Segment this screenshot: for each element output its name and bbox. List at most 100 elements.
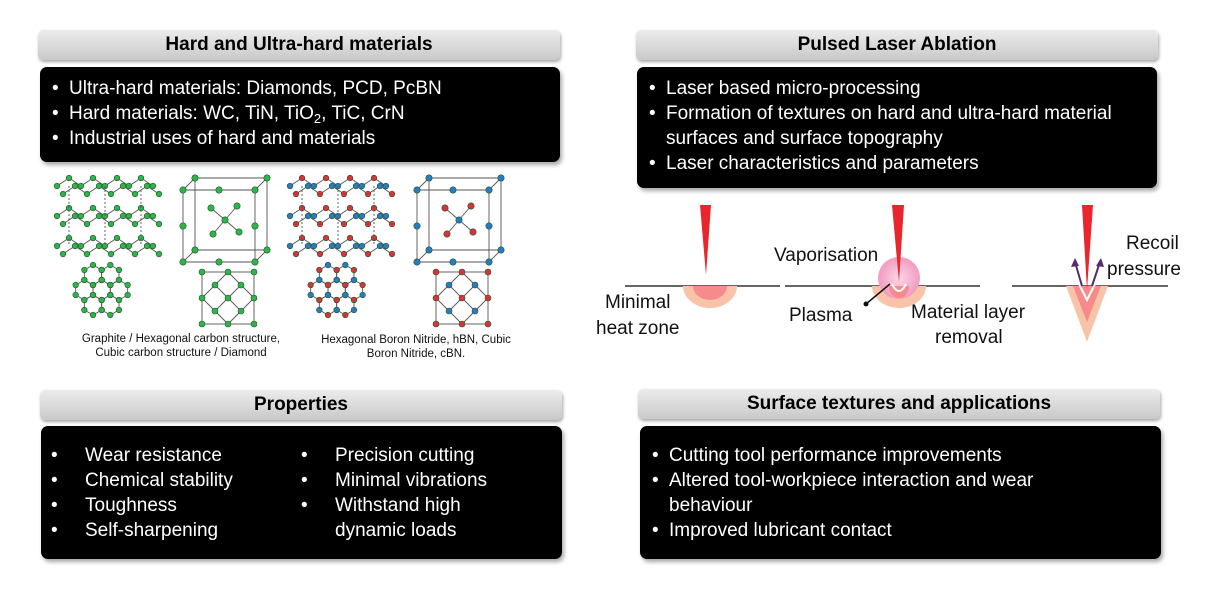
atom-dot <box>98 296 105 304</box>
atom-dot <box>364 220 372 228</box>
atom-dot <box>469 228 477 236</box>
atom-dot <box>250 320 258 328</box>
atom-dot <box>350 266 358 274</box>
atom-dot <box>143 212 151 220</box>
atom-dot <box>307 281 314 289</box>
atom-dot <box>316 220 324 228</box>
atom-dot <box>316 250 324 258</box>
atom-dot <box>155 250 163 258</box>
atom-dot <box>119 212 127 220</box>
atom-dot <box>307 291 314 299</box>
diamond-cube-icon <box>179 174 271 266</box>
atom-dot <box>131 190 139 198</box>
atom-dot <box>449 186 457 194</box>
atom-dot <box>191 174 199 182</box>
atom-dot <box>359 291 366 299</box>
atom-dot <box>83 190 91 198</box>
atom-dot <box>65 174 73 182</box>
carbon-caption: Graphite / Hexagonal carbon structure, C… <box>81 333 281 359</box>
label-removal: removal <box>935 327 1003 348</box>
list-item: Cutting tool performance improvements <box>644 443 1121 468</box>
atom-dot <box>71 182 79 190</box>
properties-panel: Wear resistance Chemical stability Tough… <box>41 426 562 559</box>
atom-dot <box>443 230 451 238</box>
atom-dot <box>149 242 157 250</box>
atom-dot <box>497 246 505 254</box>
list-item: Laser characteristics and parameters <box>641 151 1127 176</box>
atom-dot <box>458 268 466 276</box>
atom-dot <box>350 276 358 284</box>
plasma-pointer <box>865 283 891 305</box>
atom-dot <box>485 222 493 230</box>
atom-dot <box>316 306 323 314</box>
atom-dot <box>432 320 440 328</box>
hard-materials-title: Hard and Ultra-hard materials <box>38 30 560 60</box>
list-item: Wear resistance <box>45 443 295 468</box>
atom-dot <box>77 182 85 190</box>
atom-dot <box>432 294 440 302</box>
atom-dot <box>71 242 79 250</box>
atom-dot <box>359 281 366 289</box>
atom-dot <box>382 242 390 250</box>
atom-dot <box>324 291 332 299</box>
atom-dot <box>471 281 479 289</box>
list-item: Withstand high dynamic loads <box>295 493 495 543</box>
atom-dot <box>340 220 348 228</box>
atom-dot <box>131 220 139 228</box>
atom-dot <box>149 212 157 220</box>
atom-dot <box>211 307 219 315</box>
atom-dot <box>328 212 336 220</box>
atom-dot <box>250 294 258 302</box>
hard-materials-list: Ultra-hard materials: Diamonds, PCD, PcB… <box>44 76 560 151</box>
list-item: Altered tool-workpiece interaction and w… <box>644 468 1121 518</box>
atom-dot <box>207 204 215 212</box>
atom-dot <box>179 222 187 230</box>
laser-ablation-panel: Laser based micro-processing Formation o… <box>637 67 1157 188</box>
atom-dot <box>251 186 259 194</box>
atom-dot <box>358 242 366 250</box>
atom-dot <box>224 320 232 328</box>
atom-dot <box>324 311 332 319</box>
atom-dot <box>310 182 318 190</box>
atom-dot <box>333 266 340 274</box>
cbn-cube-icon <box>413 174 505 266</box>
atom-dot <box>322 174 330 182</box>
atom-dot <box>233 202 241 210</box>
atom-dot <box>292 220 300 228</box>
stage-vaporisation: Vaporisation Plasma Material layer remov… <box>774 205 1026 348</box>
graphene-hex-icon <box>72 261 131 319</box>
atom-dot <box>333 276 340 284</box>
laser-beam-icon <box>892 205 904 282</box>
atom-dot <box>72 281 79 289</box>
diamond-square-icon <box>198 268 258 328</box>
atom-dot <box>224 268 232 276</box>
atom-dot <box>89 204 97 212</box>
cbn-square-icon <box>432 268 492 328</box>
atom-dot <box>497 174 505 182</box>
atom-dot <box>342 261 349 269</box>
atom-dot <box>346 234 354 242</box>
atom-dot <box>107 190 115 198</box>
atom-dot <box>125 212 133 220</box>
atom-dot <box>340 250 348 258</box>
list-item: Laser based micro-processing <box>641 76 1127 101</box>
laser-beam-icon <box>1082 205 1093 290</box>
atom-dot <box>304 242 312 250</box>
crystal-structures-figure <box>53 174 505 328</box>
atom-dot <box>352 212 360 220</box>
atom-dot <box>471 307 479 315</box>
atom-dot <box>107 250 115 258</box>
atom-dot <box>292 250 300 258</box>
surface-textures-list: Cutting tool performance improvements Al… <box>644 443 1121 543</box>
stage-recoil: Recoil pressure <box>1012 205 1181 342</box>
atom-dot <box>89 311 97 319</box>
label-heat-zone: heat zone <box>596 318 679 339</box>
atom-dot <box>352 242 360 250</box>
atom-dot <box>125 182 133 190</box>
atom-dot <box>382 212 390 220</box>
atom-dot <box>388 250 396 258</box>
atom-dot <box>119 242 127 250</box>
atom-dot <box>198 268 206 276</box>
atom-dot <box>250 268 258 276</box>
atom-dot <box>425 174 433 182</box>
